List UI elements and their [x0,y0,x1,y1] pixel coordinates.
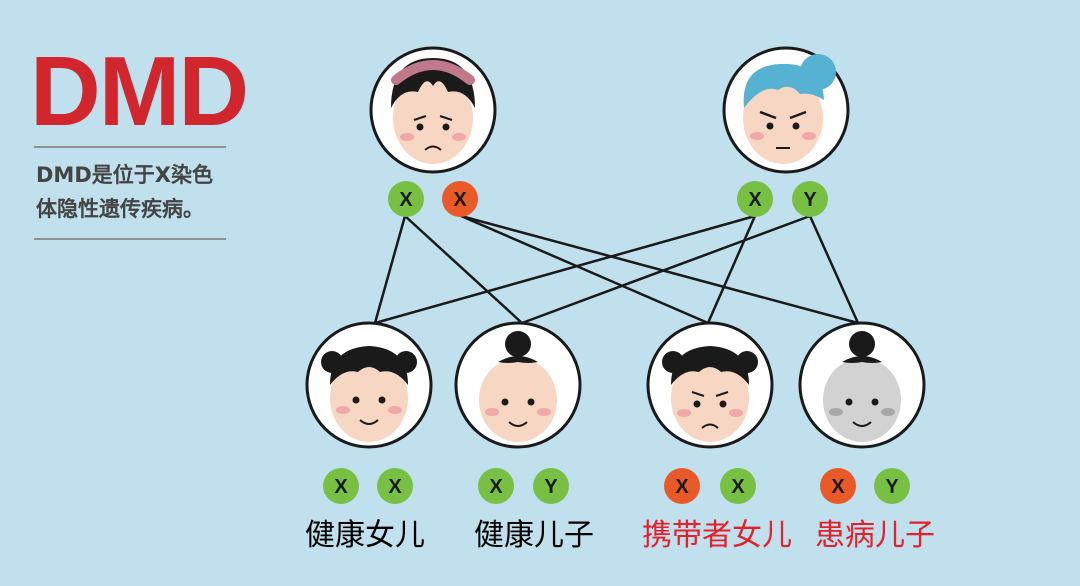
healthy-daughter-face-icon [305,321,433,449]
line-mother-mutant-x-to-daughter2 [460,214,709,325]
father-allele-1: X [737,181,773,217]
father-allele-2-label: Y [803,189,817,211]
mother-allele-1: X [388,181,424,217]
child4-allele-1-label: X [831,476,845,498]
child3-allele-1: X [664,468,700,504]
description-line-1: DMD是位于X染色 [36,163,213,187]
child3-allele-1-label: X [675,476,689,498]
child-label-carrier-daughter: 携带者女儿 [642,518,792,553]
child4-allele-2: Y [874,468,910,504]
child1-allele-2: X [377,468,413,504]
child2-allele-1: X [478,468,514,504]
mother-allele-2-label: X [453,189,467,211]
carrier-daughter-face-icon [646,321,774,449]
child-label-healthy-daughter: 健康女儿 [305,518,425,553]
divider-top [34,146,226,148]
child3-allele-2: X [720,468,756,504]
line-father-y-to-son2 [808,215,860,324]
line-father-x-to-daughter2 [706,215,757,324]
description-line-2: 体隐性遗传疾病。 [36,197,204,221]
child2-allele-2-label: Y [544,476,558,498]
child1-allele-1: X [323,468,359,504]
line-mother-x-to-son1 [404,215,523,324]
affected-son-face-icon [798,321,926,449]
page-title: DMD [30,36,249,146]
father-allele-2: Y [792,181,828,217]
child4-allele-2-label: Y [885,476,899,498]
line-mother-x-to-daughter1 [373,215,407,324]
divider-bottom [34,238,226,240]
inheritance-lines [373,214,860,325]
child3-allele-2-label: X [731,476,745,498]
child4-allele-1: X [820,468,856,504]
description: DMD是位于X染色 体隐性遗传疾病。 [36,158,236,226]
child-label-affected-son: 患病儿子 [815,518,935,553]
child-label-healthy-son: 健康儿子 [474,518,594,553]
line-father-y-to-son1 [521,214,811,325]
mother-allele-2: X [442,181,478,217]
child2-allele-1-label: X [489,476,503,498]
allele-badges: X X X Y X X X [323,181,910,504]
mother-allele-1-label: X [399,189,413,211]
child2-allele-2: Y [533,468,569,504]
child1-allele-1-label: X [334,476,348,498]
line-mother-mutant-x-to-son2 [460,214,859,325]
child1-allele-2-label: X [388,476,402,498]
line-father-x-to-daughter1 [374,214,756,325]
mother-face-icon [369,46,497,174]
father-face-icon [722,46,850,174]
healthy-son-face-icon [454,321,582,449]
father-allele-1-label: X [748,189,762,211]
